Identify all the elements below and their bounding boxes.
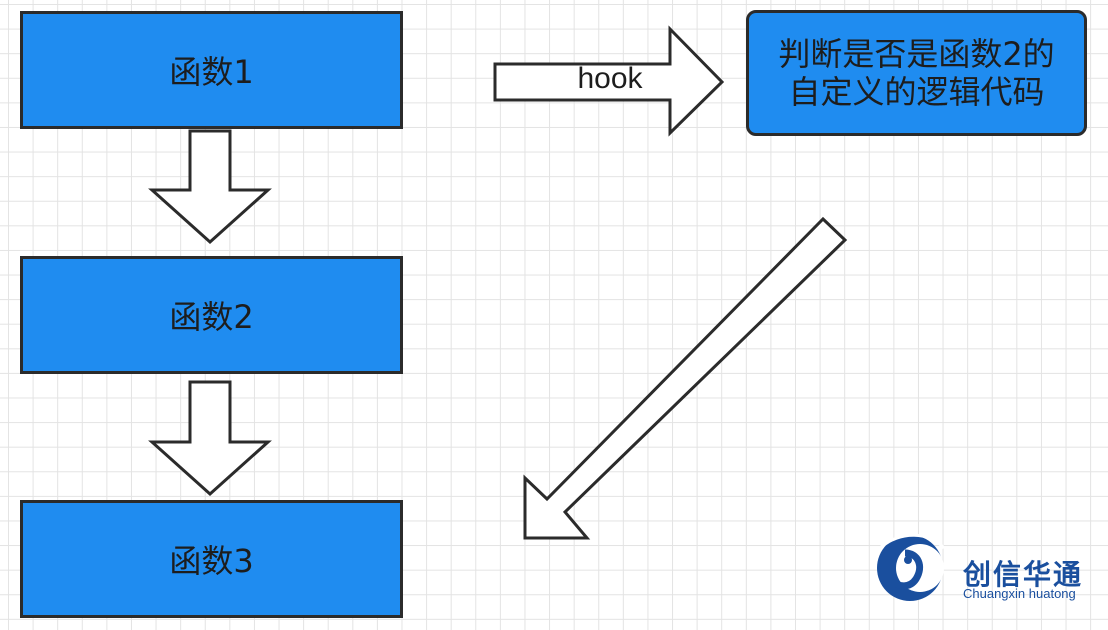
function3-box: 函数3 xyxy=(20,500,403,618)
down-arrow-1 xyxy=(148,129,272,245)
function2-label: 函数2 xyxy=(169,298,254,336)
hook-arrow xyxy=(493,25,725,137)
function1-box: 函数1 xyxy=(20,11,403,129)
function3-label: 函数3 xyxy=(169,542,254,580)
custom-logic-line1: 判断是否是函数2的 xyxy=(778,35,1055,73)
logo-subtitle: Chuangxin huatong xyxy=(963,586,1076,601)
function1-label: 函数1 xyxy=(169,53,254,91)
custom-logic-box: 判断是否是函数2的 自定义的逻辑代码 xyxy=(746,10,1087,136)
logo-name: 创信华通 xyxy=(963,558,1084,591)
diagonal-arrow xyxy=(523,216,848,540)
hook-label: hook xyxy=(577,62,643,95)
down-arrow-2 xyxy=(148,380,272,497)
function2-box: 函数2 xyxy=(20,256,403,374)
custom-logic-line2: 自定义的逻辑代码 xyxy=(788,73,1045,111)
